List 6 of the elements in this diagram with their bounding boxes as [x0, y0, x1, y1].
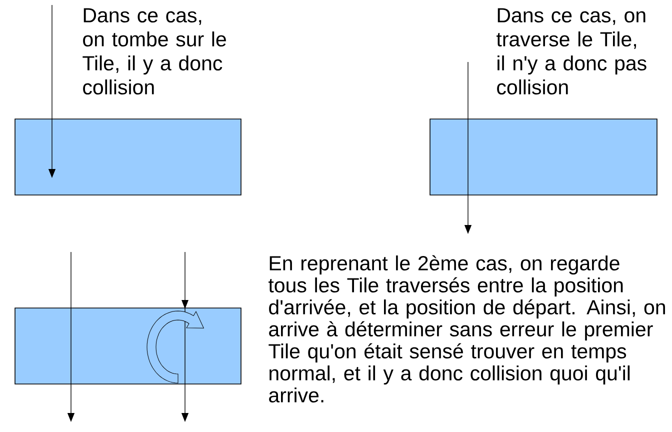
tile-box [14, 308, 242, 384]
annotation-text: En reprenant le 2ème cas, on regarde tous les Tile traversés entre la position d'arrivée, et la position de départ. Ainsi, on arrive à déterminer sans erreur le premier Tile qu'on était sensé trouver en temps normal, et il y a donc collision quoi qu'il arrive. [268, 255, 665, 402]
annotation-text: Dans ce cas, on traverse le Tile, il n'y a donc pas collision [496, 8, 646, 94]
tile-box [430, 118, 658, 196]
tile-box [14, 118, 242, 196]
annotation-text: Dans ce cas, on tombe sur le Tile, il y a donc collision [82, 8, 226, 94]
